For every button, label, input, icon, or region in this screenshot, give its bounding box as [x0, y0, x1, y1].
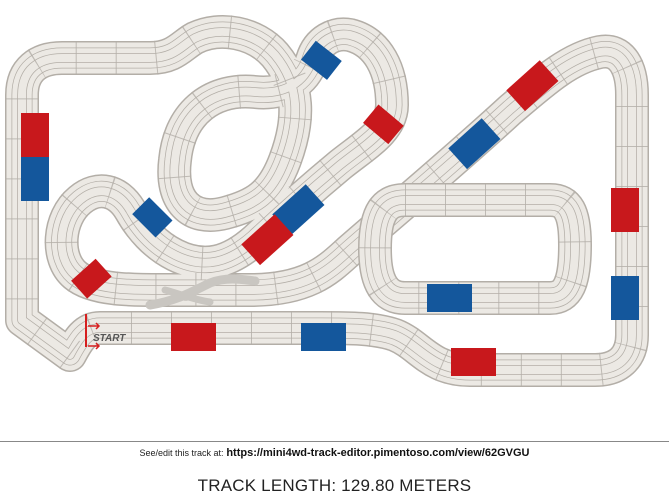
blue-section: [132, 197, 173, 238]
url-prefix: See/edit this track at:: [139, 448, 224, 458]
blue-section: [301, 40, 342, 80]
red-section: [71, 258, 112, 299]
track-length: TRACK LENGTH: 129.80 METERS: [197, 476, 472, 495]
red-section: [363, 104, 404, 145]
blue-section: [301, 323, 346, 351]
blue-section: [611, 276, 639, 320]
red-section: [21, 113, 49, 157]
red-section: [611, 188, 639, 232]
start-line: START: [85, 314, 126, 350]
track-url-link[interactable]: https://mini4wd-track-editor.pimentoso.c…: [226, 447, 530, 459]
red-section: [506, 60, 559, 112]
blue-section: [427, 284, 472, 312]
inner-loop: [375, 200, 575, 298]
track-sections: [21, 40, 639, 376]
red-section: [241, 214, 294, 266]
blue-section: [448, 118, 501, 170]
start-arrow-icon: [88, 322, 101, 330]
red-section: [451, 348, 496, 376]
start-arrow-icon: [88, 342, 101, 350]
red-section: [171, 323, 216, 351]
blue-section: [21, 157, 49, 201]
footer-divider: [0, 441, 669, 442]
track-url-line: See/edit this track at: https://mini4wd-…: [0, 447, 669, 459]
track-diagram: START: [0, 0, 669, 440]
start-label: START: [93, 333, 126, 344]
lane-change-section: [145, 274, 260, 310]
blue-section: [272, 184, 325, 236]
